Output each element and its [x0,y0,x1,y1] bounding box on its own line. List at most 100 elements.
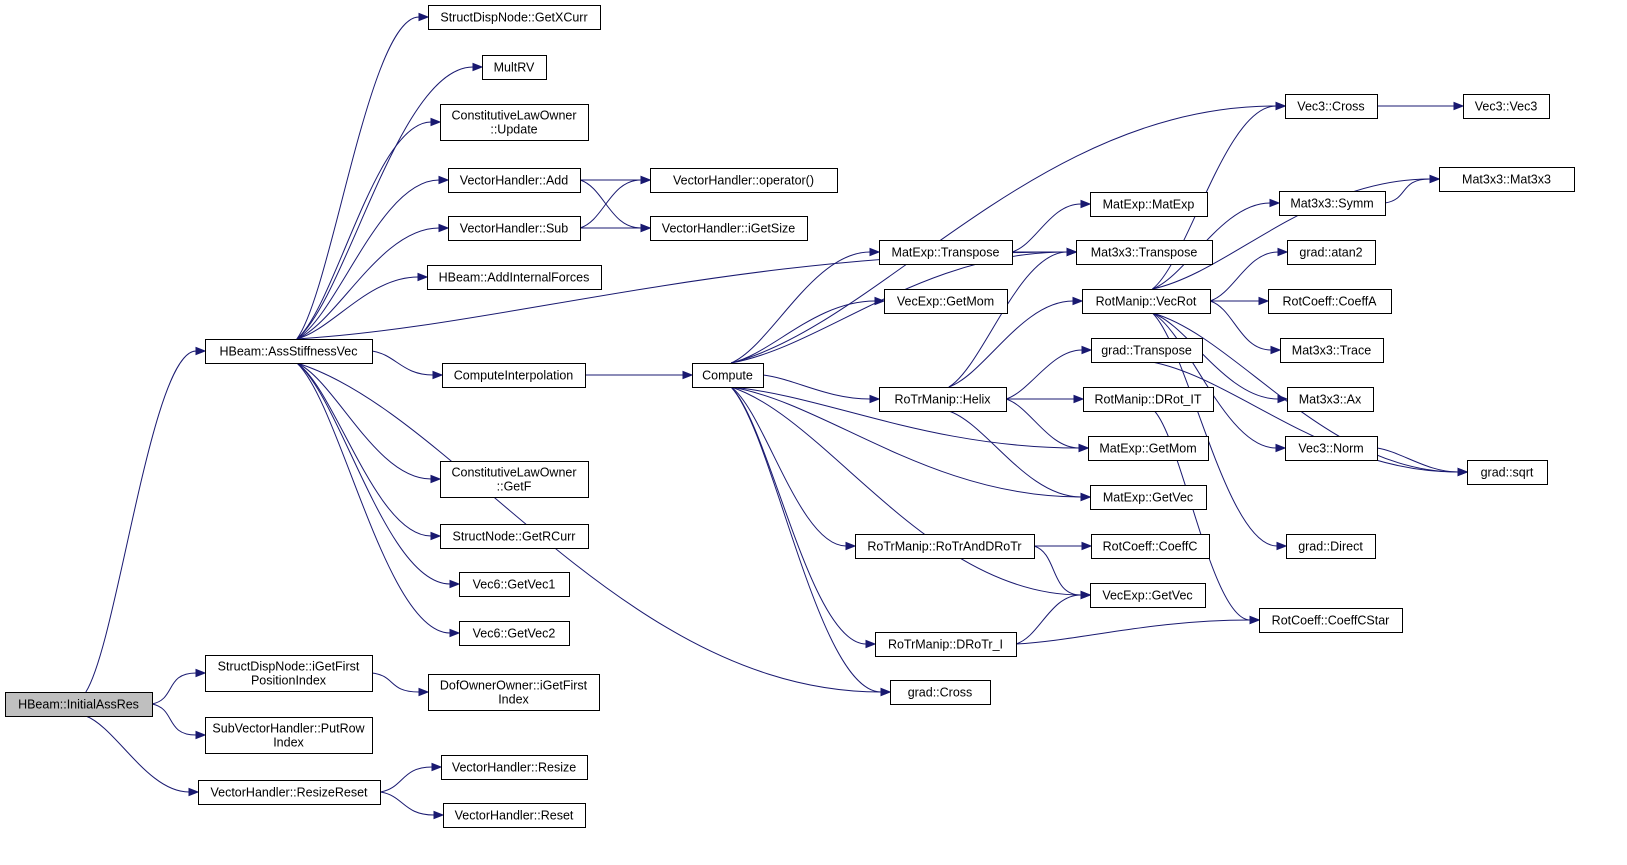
edge-line [296,121,432,340]
node-vec3-cross[interactable]: Vec3::Cross [1285,94,1378,119]
edge-line [371,672,420,693]
edge-arrowhead [1275,443,1287,453]
node-vh-sub[interactable]: VectorHandler::Sub [448,216,581,241]
node-vh-reset[interactable]: VectorHandler::Reset [443,803,586,828]
edge-arrowhead [880,687,892,697]
edge-arrowhead [845,541,857,551]
node-rotr-rotranddrotr[interactable]: RoTrManip::RoTrAndDRoTr [855,534,1035,559]
edge-line [1005,398,1080,449]
edge-arrowhead [1080,492,1092,502]
node-label: PositionIndex [251,674,327,688]
node-vec3-norm[interactable]: Vec3::Norm [1285,436,1378,461]
node-label: Vec3::Norm [1298,442,1363,456]
node-resizereset[interactable]: VectorHandler::ResizeReset [198,780,381,805]
node-label: RotCoeff::CoeffA [1282,295,1377,309]
node-rotcoeff-coeffa[interactable]: RotCoeff::CoeffA [1268,289,1392,314]
node-multrv[interactable]: MultRV [482,55,547,80]
edge-compute-to-grad-cross [730,386,892,697]
node-computeinterpolation[interactable]: ComputeInterpolation [442,363,586,388]
node-rotcoeff-coeffcstar[interactable]: RotCoeff::CoeffCStar [1259,608,1403,633]
node-box [1090,485,1207,510]
node-box [890,680,991,705]
node-getxcurr[interactable]: StructDispNode::GetXCurr [428,5,601,30]
edge-line [1152,312,1279,400]
node-label: MatExp::GetVec [1103,491,1193,505]
node-label: SubVectorHandler::PutRow [212,722,365,736]
node-mat3x3-trace[interactable]: Mat3x3::Trace [1280,338,1384,363]
node-box [1439,167,1575,192]
node-cl-getf[interactable]: ConstitutiveLawOwner::GetF [440,461,589,498]
node-vh-igetsize[interactable]: VectorHandler::iGetSize [650,216,808,241]
node-box [440,524,589,549]
edge-compute-to-rotr-rotranddrotr [730,386,857,551]
node-label: VecExp::GetVec [1102,589,1192,603]
node-rotr-helix[interactable]: RoTrManip::Helix [879,387,1007,412]
edge-line [1005,349,1083,400]
node-label: RoTrManip::RoTrAndDRoTr [867,540,1021,554]
node-grad-sqrt[interactable]: grad::sqrt [1467,460,1548,485]
node-mat3x3-ax[interactable]: Mat3x3::Ax [1287,387,1374,412]
edge-arrowhead [449,579,461,589]
node-box [198,780,381,805]
node-getvec1[interactable]: Vec6::GetVec1 [459,572,570,597]
node-label: VectorHandler::iGetSize [662,222,795,236]
edge-rotr-helix-to-matexp-getmom [1005,398,1090,453]
node-grad-atan2[interactable]: grad::atan2 [1287,240,1376,265]
edge-line [1152,312,1278,547]
edge-rotr-rotranddrotr-to-rotcoeff-coeffc [1034,541,1093,551]
node-box [1091,338,1203,363]
node-vh-operator[interactable]: VectorHandler::operator() [650,168,838,193]
node-matexp-getvec[interactable]: MatExp::GetVec [1090,485,1207,510]
node-box [442,363,586,388]
edge-compute-to-matexp-transpose [730,247,881,364]
edge-arrowhead [1277,394,1289,404]
edge-arrowhead [430,117,442,127]
node-assstiffnessvec[interactable]: HBeam::AssStiffnessVec [205,339,373,364]
node-mat3x3-symm[interactable]: Mat3x3::Symm [1279,191,1386,216]
node-label: Mat3x3::Mat3x3 [1462,173,1551,187]
node-matexp-matexp[interactable]: MatExp::MatExp [1090,192,1208,217]
node-initialassres[interactable]: HBeam::InitialAssRes [5,692,153,717]
node-mat3x3-transpose[interactable]: Mat3x3::Transpose [1076,240,1213,265]
node-cl-update[interactable]: ConstitutiveLawOwner::Update [440,104,589,141]
node-getvec2[interactable]: Vec6::GetVec2 [459,621,570,646]
node-label: ::Update [490,123,537,137]
node-rotr-drotr-i[interactable]: RoTrManip::DRoTr_I [875,632,1017,657]
node-label: Vec6::GetVec2 [473,627,556,641]
edge-arrowhead [1081,345,1093,355]
node-vecexp-getmom[interactable]: VecExp::GetMom [884,289,1008,314]
node-rotmanip-vecrot[interactable]: RotManip::VecRot [1082,289,1211,314]
node-vh-resize[interactable]: VectorHandler::Resize [441,755,588,780]
node-mat3x3-mat3x3[interactable]: Mat3x3::Mat3x3 [1439,167,1575,192]
node-grad-cross[interactable]: grad::Cross [890,680,991,705]
edge-arrowhead [417,272,429,282]
node-getrcurr[interactable]: StructNode::GetRCurr [440,524,589,549]
edge-arrowhead [1072,296,1084,306]
node-label: Mat3x3::Ax [1299,393,1362,407]
node-label: HBeam::AddInternalForces [439,271,590,285]
node-vec3-vec3[interactable]: Vec3::Vec3 [1463,94,1550,119]
node-box [650,216,808,241]
node-box [1091,534,1210,559]
node-box [1463,94,1550,119]
node-label: ::GetF [497,480,532,494]
node-label: Compute [702,369,753,383]
edge-line [948,410,1082,498]
node-addinternalforces[interactable]: HBeam::AddInternalForces [427,265,602,290]
node-matexp-getmom[interactable]: MatExp::GetMom [1088,436,1209,461]
node-rotmanip-drot-it[interactable]: RotManip::DRot_IT [1083,387,1214,412]
node-rotcoeff-coeffc[interactable]: RotCoeff::CoeffC [1091,534,1210,559]
node-grad-transpose[interactable]: grad::Transpose [1091,338,1203,363]
node-vecexp-getvec[interactable]: VecExp::GetVec [1090,583,1206,608]
node-matexp-transpose[interactable]: MatExp::Transpose [879,240,1013,265]
node-grad-direct[interactable]: grad::Direct [1286,534,1376,559]
node-label: VecExp::GetMom [897,295,994,309]
edge-line [948,251,1068,388]
node-label: grad::sqrt [1481,466,1534,480]
edge-computeinterpolation-to-compute [585,370,694,380]
node-compute[interactable]: Compute [692,363,764,388]
node-vh-add[interactable]: VectorHandler::Add [448,168,581,193]
